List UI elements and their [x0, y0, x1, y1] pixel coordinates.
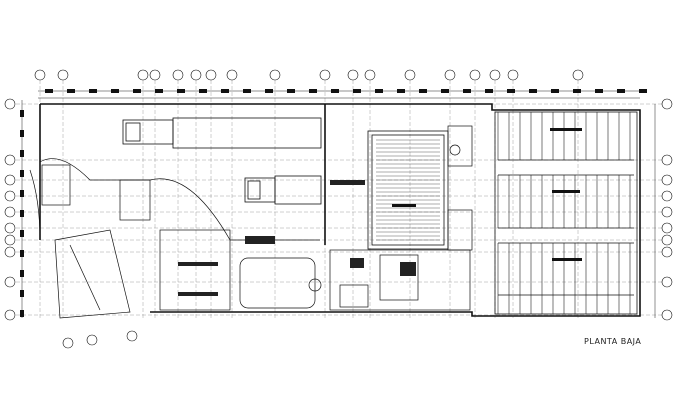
dimension-tick: [265, 89, 273, 93]
trucks: [122, 117, 322, 205]
ramp-label: [392, 204, 416, 207]
grid-bubble: [661, 174, 673, 186]
grid-bubble: [190, 69, 202, 81]
grid-bubble: [661, 222, 673, 234]
grid-bubble: [269, 69, 281, 81]
grid-bubble: [149, 69, 161, 81]
dimension-tick: [177, 89, 185, 93]
ramp-core: [367, 130, 449, 250]
grid-bubble: [4, 206, 16, 218]
dimension-tick: [20, 290, 24, 297]
grid-bubble: [137, 69, 149, 81]
grid-bubble: [469, 69, 481, 81]
grid-bubble: [661, 206, 673, 218]
grid-bubble: [4, 246, 16, 258]
grid-bubble: [126, 330, 138, 342]
grid-bubble: [444, 69, 456, 81]
dimension-tick: [441, 89, 449, 93]
dimension-tick: [20, 110, 24, 117]
dimension-tick: [507, 89, 515, 93]
parking-stalls: [497, 112, 631, 314]
dimension-tick: [20, 150, 24, 157]
dimension-tick: [67, 89, 75, 93]
dimension-tick: [20, 250, 24, 257]
grid-bubble: [57, 69, 69, 81]
grid-bubble: [172, 69, 184, 81]
dimension-tick: [485, 89, 493, 93]
grid-bubble: [661, 309, 673, 321]
ramp-hatching: [376, 139, 440, 241]
dimension-tick: [20, 310, 24, 317]
grid-bubble: [661, 154, 673, 166]
grid-bubble: [4, 190, 16, 202]
dimension-tick: [20, 270, 24, 277]
dimension-tick: [463, 89, 471, 93]
dimension-tick: [595, 89, 603, 93]
grid-bubble: [661, 190, 673, 202]
dimension-tick: [331, 89, 339, 93]
grid-bubble: [507, 69, 519, 81]
dimension-tick: [20, 230, 24, 237]
ground-floor-rooms: [41, 125, 473, 319]
grid-bubble: [661, 276, 673, 288]
dimension-tick: [309, 89, 317, 93]
dimension-tick: [20, 190, 24, 197]
dimension-tick: [45, 89, 53, 93]
grid-bubble: [4, 276, 16, 288]
dimension-tick: [20, 170, 24, 177]
curving-path: [29, 158, 320, 241]
dimension-tick: [20, 210, 24, 217]
building-outline: [39, 103, 641, 317]
grid-bubble: [205, 69, 217, 81]
dimension-tick: [155, 89, 163, 93]
dimension-tick: [89, 89, 97, 93]
dimension-tick: [551, 89, 559, 93]
dimension-tick: [221, 89, 229, 93]
dimension-tick: [287, 89, 295, 93]
grid-bubble: [661, 246, 673, 258]
dimension-tick: [133, 89, 141, 93]
grid-bubble: [661, 234, 673, 246]
drawing-caption: PLANTA BAJA: [584, 337, 642, 346]
dimension-tick: [419, 89, 427, 93]
grid-bubble: [34, 69, 46, 81]
grid-bubble: [4, 222, 16, 234]
grid-bubble: [226, 69, 238, 81]
column-gridlines: [10, 80, 668, 318]
grid-bubble: [404, 69, 416, 81]
grid-bubble: [489, 69, 501, 81]
grid-bubble: [4, 234, 16, 246]
parking-lot: [494, 111, 638, 315]
dimension-tick: [639, 89, 647, 93]
grid-bubbles: [4, 69, 673, 349]
dimension-tick: [573, 89, 581, 93]
grid-bubble: [347, 69, 359, 81]
dimension-tick: [617, 89, 625, 93]
grid-bubble: [4, 174, 16, 186]
dimension-ticks: [20, 89, 647, 317]
grid-bubble: [319, 69, 331, 81]
dimension-tick: [353, 89, 361, 93]
parking-labels: [550, 128, 582, 261]
grid-bubble: [572, 69, 584, 81]
grid-bubble: [86, 334, 98, 346]
dimension-tick: [111, 89, 119, 93]
dimension-tick: [375, 89, 383, 93]
dimension-tick: [397, 89, 405, 93]
dimension-tick: [243, 89, 251, 93]
grid-bubble: [661, 98, 673, 110]
grid-bubble: [4, 309, 16, 321]
dimension-tick: [20, 130, 24, 137]
dimension-lines: [21, 90, 656, 318]
grid-bubble: [364, 69, 376, 81]
equipment-marks: [178, 144, 461, 296]
grid-bubble: [4, 154, 16, 166]
dimension-tick: [529, 89, 537, 93]
grid-bubble: [4, 98, 16, 110]
grid-bubble: [62, 337, 74, 349]
dimension-tick: [199, 89, 207, 93]
